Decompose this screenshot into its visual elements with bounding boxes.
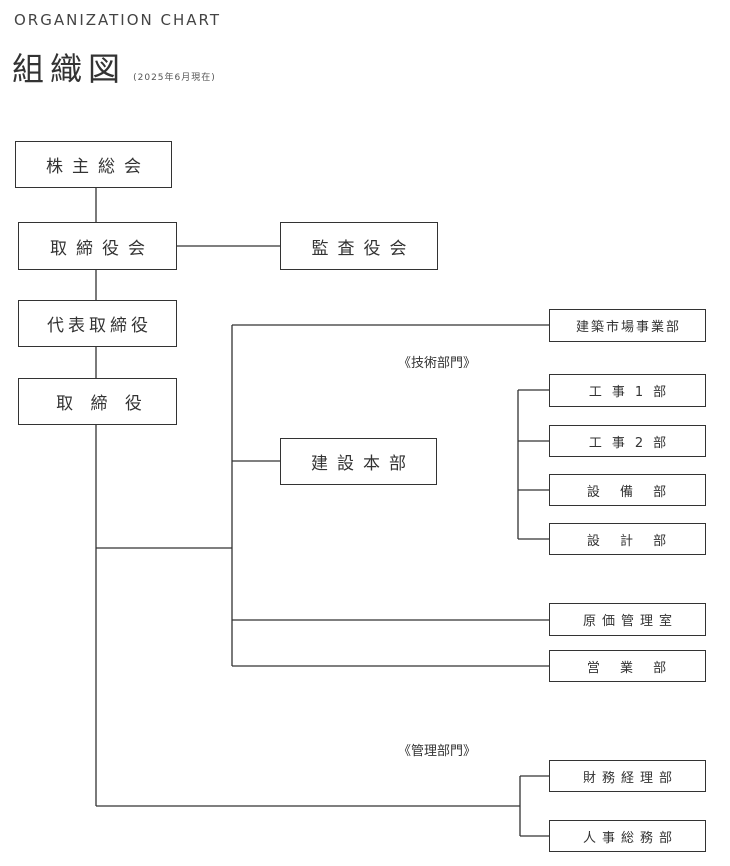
technical-division-label: 《技術部門》 <box>398 356 477 371</box>
node-construction-headquarters: 建設本部 <box>280 438 437 485</box>
node-sales-dept: 営 業 部 <box>549 650 706 682</box>
title-block: 組織図 (2025年6月現在) <box>12 44 216 90</box>
node-finance-accounting-dept: 財務経理部 <box>549 760 706 792</box>
node-construction-dept-2: 工事2部 <box>549 425 706 457</box>
admin-division-label: 《管理部門》 <box>398 744 477 759</box>
page-title: 組織図 <box>12 50 127 88</box>
node-architecture-market-division: 建築市場事業部 <box>549 309 706 342</box>
node-hr-general-affairs-dept: 人事総務部 <box>549 820 706 852</box>
node-shareholders-meeting: 株主総会 <box>15 141 172 188</box>
node-board-of-directors: 取締役会 <box>18 222 177 270</box>
node-construction-dept-1: 工事1部 <box>549 374 706 407</box>
node-cost-management-office: 原価管理室 <box>549 603 706 636</box>
node-directors: 取 締 役 <box>18 378 177 425</box>
node-facilities-dept: 設 備 部 <box>549 474 706 506</box>
node-audit-board: 監査役会 <box>280 222 438 270</box>
node-representative-director: 代表取締役 <box>18 300 177 347</box>
chart-eyebrow: ORGANIZATION CHART <box>14 11 222 29</box>
node-design-dept: 設 計 部 <box>549 523 706 555</box>
date-note: (2025年6月現在) <box>133 73 216 83</box>
